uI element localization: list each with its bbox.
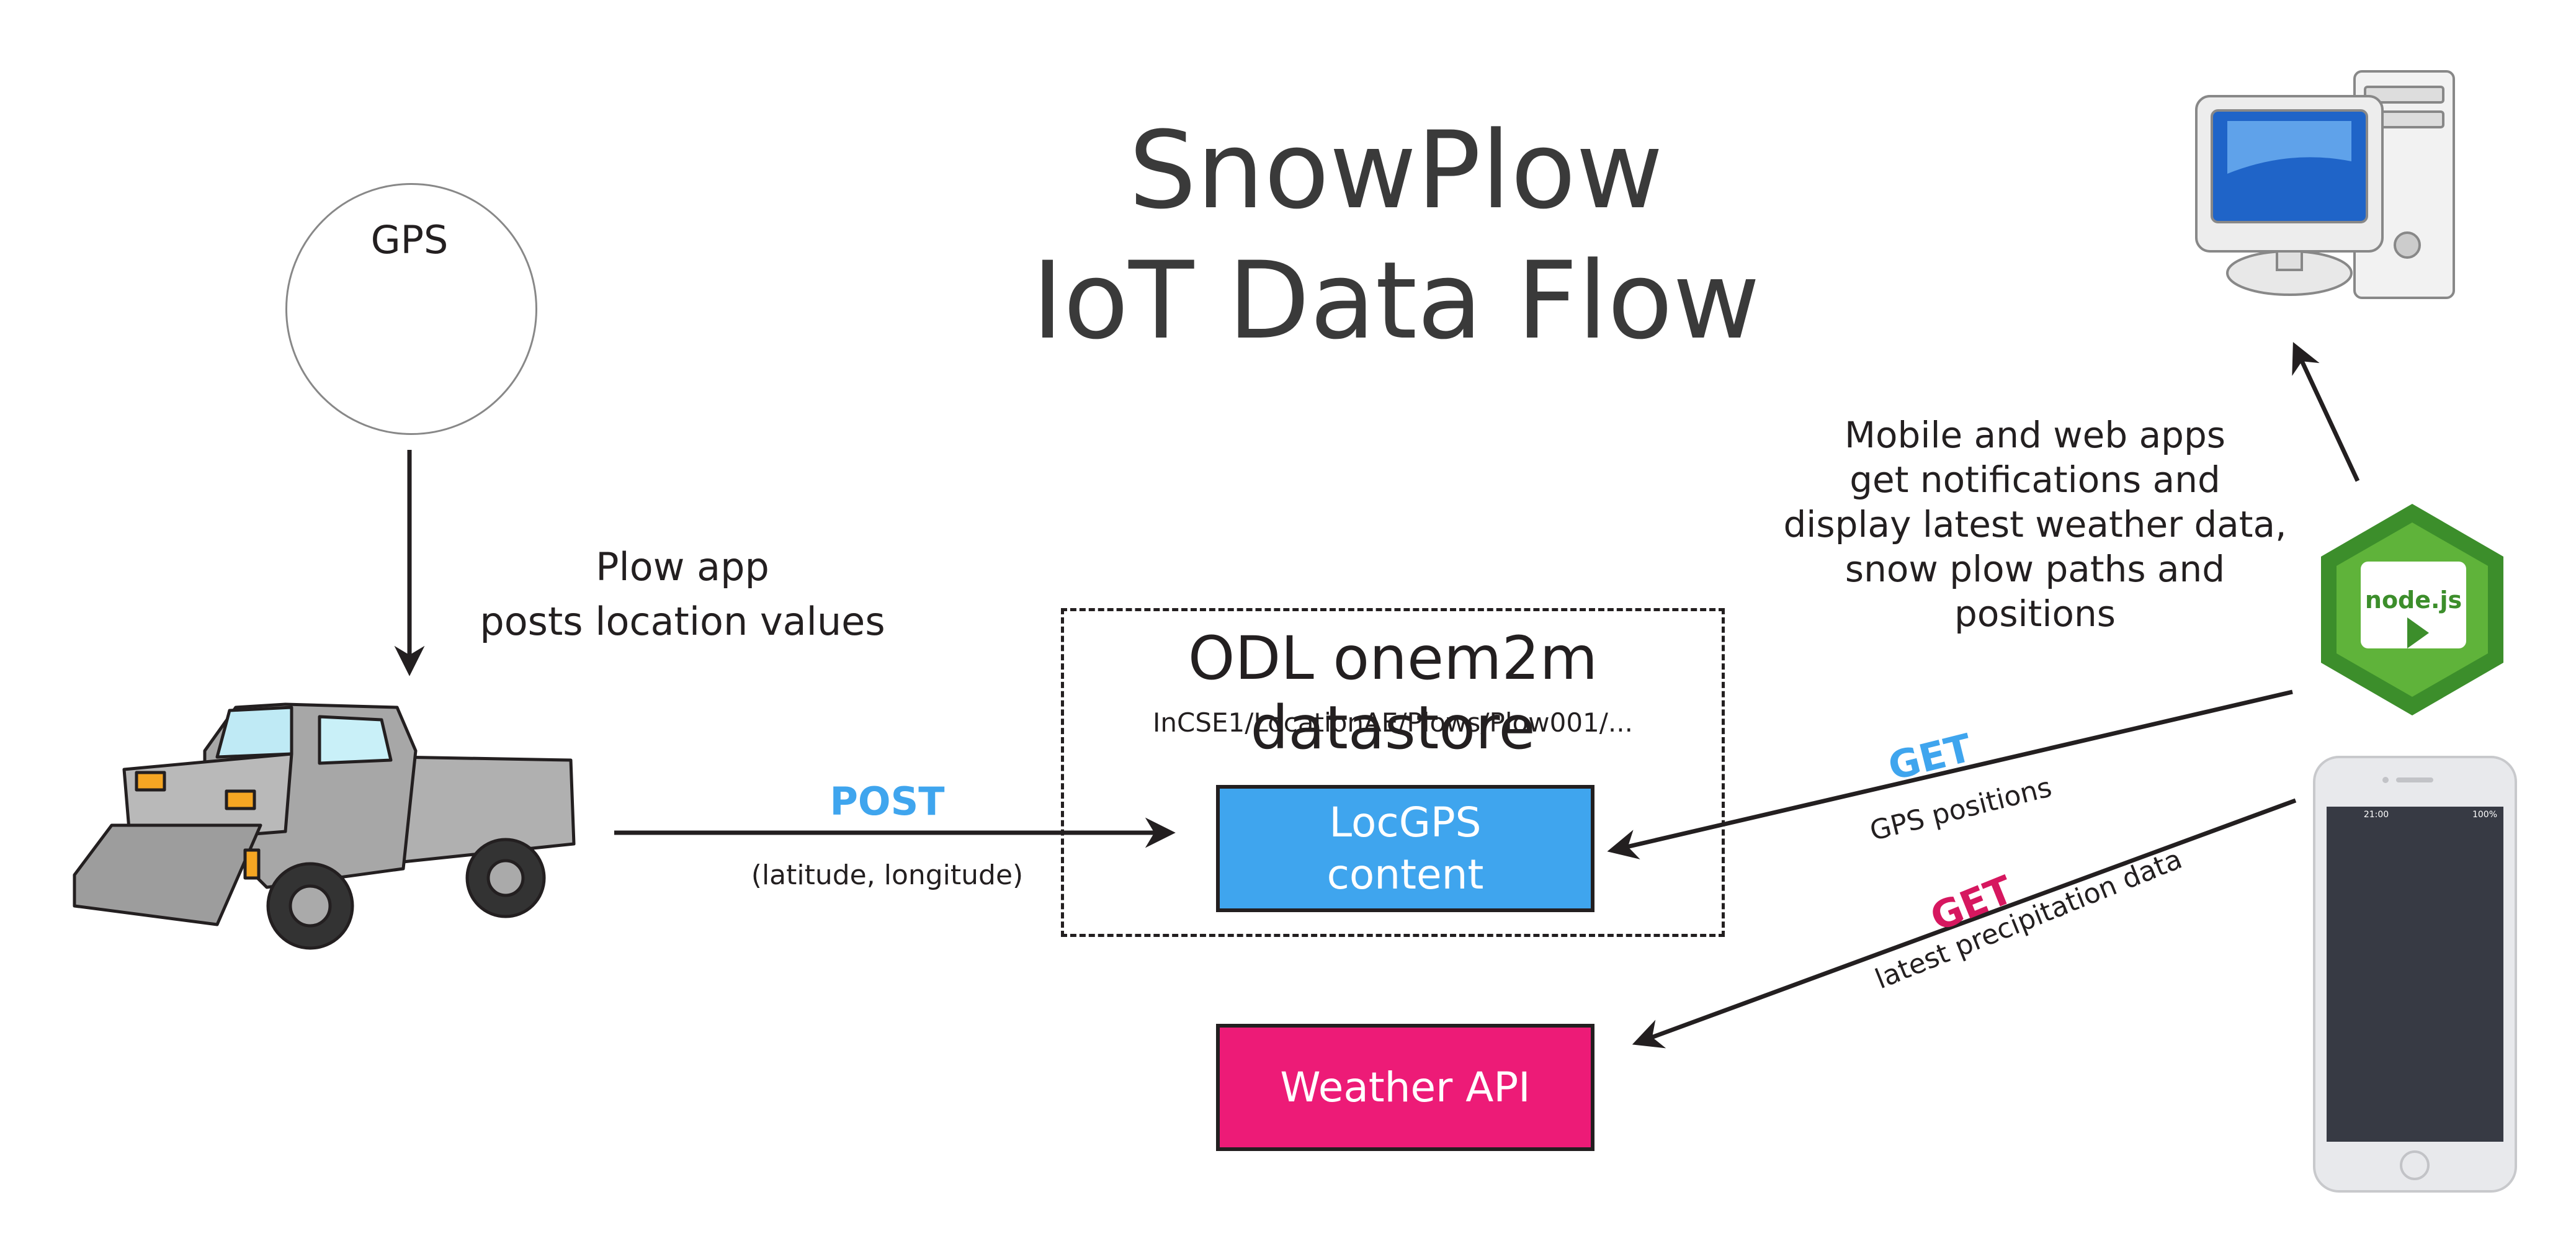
plow-caption: Plow app posts location values <box>434 540 931 649</box>
apps-caption-line-2: get notifications and <box>1849 459 2220 501</box>
nodejs-logo-icon <box>2321 504 2503 715</box>
apps-caption: Mobile and web apps get notifications an… <box>1768 413 2302 636</box>
apps-caption-line-4: snow plow paths and positions <box>1845 548 2225 635</box>
locgps-line-2: content <box>1326 850 1484 898</box>
arrow-node-to-computer <box>2292 342 2360 482</box>
apps-caption-line-1: Mobile and web apps <box>1844 414 2225 456</box>
phone-status-battery: 100% <box>2472 810 2497 820</box>
apps-caption-line-3: display latest weather data, <box>1783 503 2287 545</box>
gps-circle <box>285 183 537 435</box>
plow-caption-line-1: Plow app <box>596 544 769 589</box>
weather-api-label: Weather API <box>1280 1063 1531 1111</box>
arrow-get-gps <box>1607 689 2293 859</box>
pickup-snowplow-icon <box>73 702 576 950</box>
gps-label: GPS <box>370 217 449 262</box>
title-line-1: SnowPlow <box>1129 108 1663 233</box>
post-method-label: POST <box>830 779 945 824</box>
post-params-label: (latitude, longitude) <box>751 859 1024 891</box>
title-line-2: IoT Data Flow <box>1032 238 1760 363</box>
diagram-title: SnowPlow IoT Data Flow <box>745 105 2047 366</box>
datastore-boundary <box>1061 608 1725 937</box>
smartphone-icon <box>2313 756 2517 1193</box>
locgps-content-box: LocGPS content <box>1216 785 1594 912</box>
weather-api-box: Weather API <box>1216 1024 1594 1151</box>
nodejs-label: node.js <box>2364 586 2462 614</box>
desktop-computer-icon <box>2195 70 2455 299</box>
phone-status-time: 21:00 <box>2363 810 2389 820</box>
locgps-line-1: LocGPS <box>1329 798 1482 846</box>
datastore-path: InCSE1/LocationAE/Plows/Plow001/... <box>1153 707 1633 738</box>
datastore-title: ODL onem2m datastore <box>1187 624 1598 763</box>
plow-caption-line-2: posts location values <box>480 599 885 644</box>
arrow-get-weather <box>1632 798 2297 1049</box>
